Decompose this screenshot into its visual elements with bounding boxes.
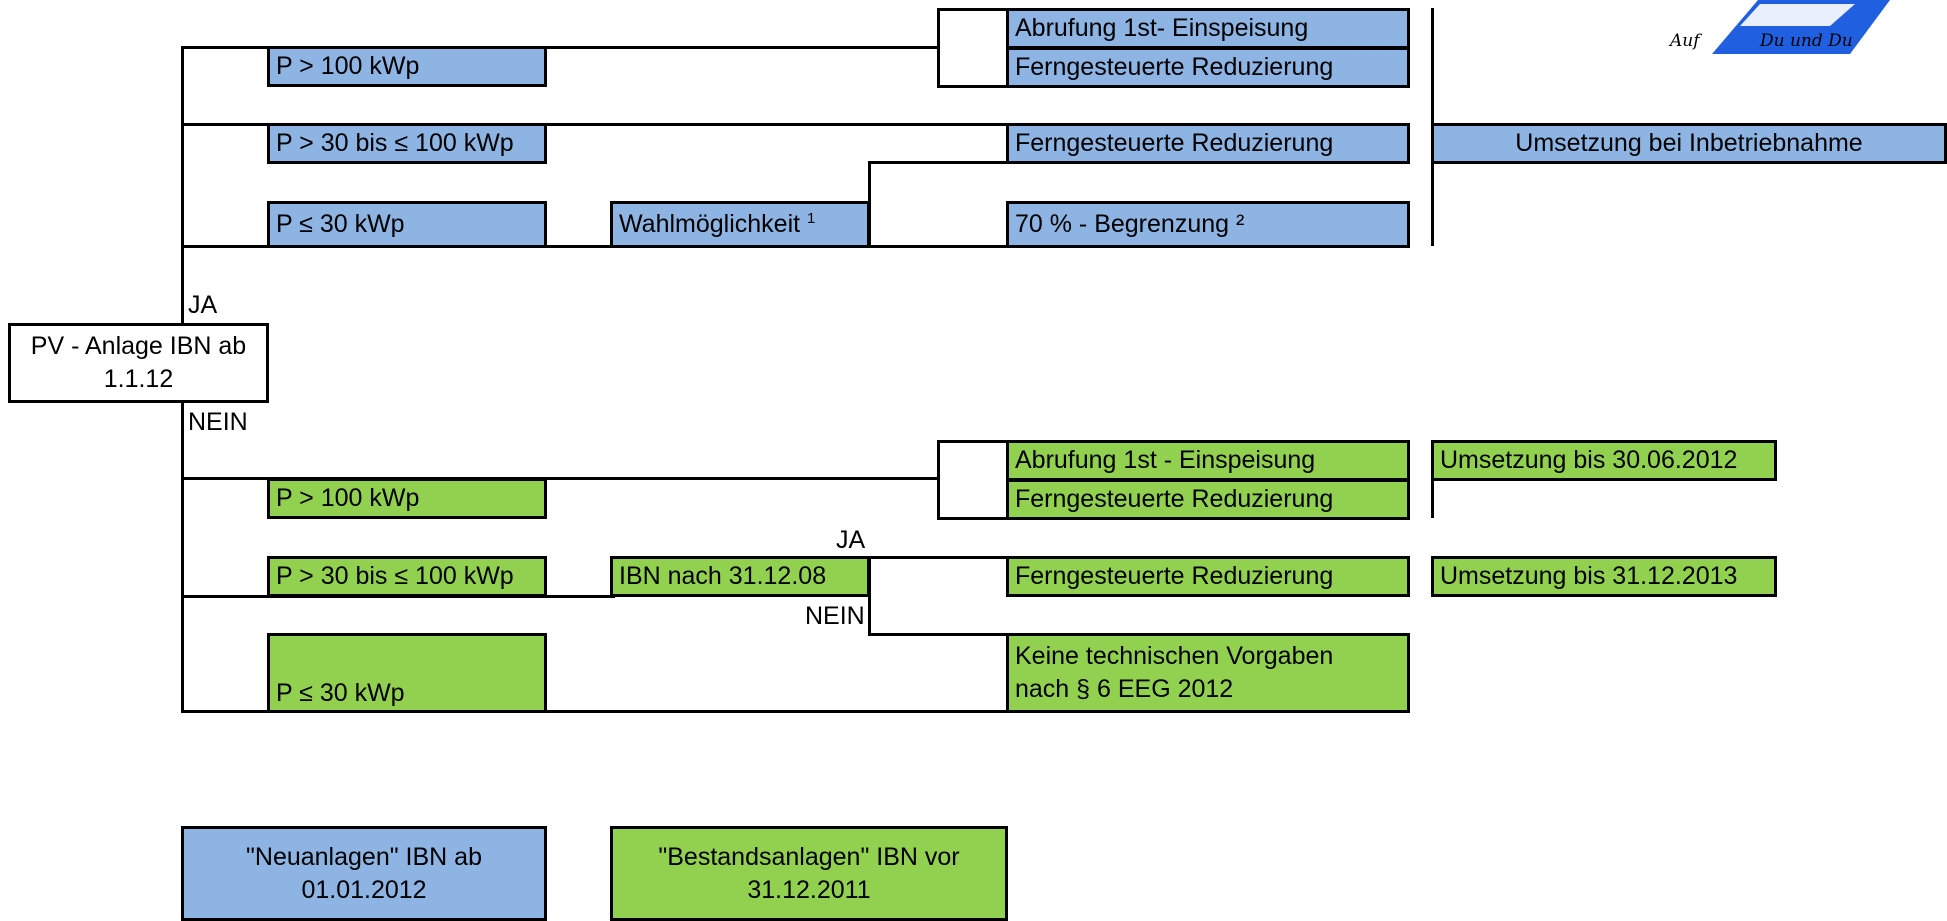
bestand-p-le-30-box: P ≤ 30 kWp [267, 633, 547, 713]
bestand-fern-2-label: Ferngesteuerte Reduzierung [1015, 562, 1334, 590]
neu-wahl-footnote: 1 [807, 210, 816, 227]
bestand-umsetzung-2-box: Umsetzung bis 31.12.2013 [1431, 556, 1777, 597]
legend-neu-line-2: 01.01.2012 [301, 875, 427, 904]
bestand-fern-1-label: Ferngesteuerte Reduzierung [1015, 485, 1334, 513]
neu-abrufung-label: Abrufung 1st- Einspeisung [1015, 14, 1309, 42]
neu-fern-2-label: Ferngesteuerte Reduzierung [1015, 129, 1334, 157]
bestand-nein-label: NEIN [805, 602, 865, 630]
logo: Auf Du und Du [1668, 0, 1890, 54]
bestand-p-gt-100-box: P > 100 kWp [267, 478, 547, 519]
bestand-p-30-100-label: P > 30 bis ≤ 100 kWp [276, 562, 514, 590]
bestand-split-box [937, 440, 1009, 520]
bestand-umsetzung-1-label: Umsetzung bis 30.06.2012 [1440, 446, 1738, 474]
connector-wahl-bottom [868, 245, 1010, 248]
neu-abrufung-box: Abrufung 1st- Einspeisung [1006, 8, 1410, 49]
connector-ibn-ja [868, 556, 1010, 559]
branch-line-neu-p30100 [181, 123, 1011, 126]
bestand-ibn-label: IBN nach 31.12.08 [619, 562, 827, 590]
legend-neu-line-1: "Neuanlagen" IBN ab [246, 842, 482, 871]
bestand-keine-box: Keine technischen Vorgaben nach § 6 EEG … [1006, 633, 1410, 713]
bestand-keine-line-1: Keine technischen Vorgaben [1015, 642, 1334, 670]
ja-label: JA [188, 291, 218, 319]
bestand-ja-label: JA [836, 526, 866, 554]
bestand-p-le-30-label: P ≤ 30 kWp [276, 679, 405, 707]
logo-text-right: Du und Du [1759, 31, 1853, 51]
neu-umsetzung-box: Umsetzung bei Inbetriebnahme [1431, 123, 1947, 164]
neu-fern-1-box: Ferngesteuerte Reduzierung [1006, 47, 1410, 88]
bestand-abrufung-label: Abrufung 1st - Einspeisung [1015, 446, 1316, 474]
trunk-lower-line [181, 398, 184, 713]
legend-neuanlagen: "Neuanlagen" IBN ab 01.01.2012 [181, 826, 547, 921]
neu-begrenzung-box: 70 % - Begrenzung ² [1006, 201, 1410, 248]
logo-text-left: Auf [1668, 31, 1702, 51]
neu-fern-2-box: Ferngesteuerte Reduzierung [1006, 123, 1410, 164]
neu-p-le-30-box: P ≤ 30 kWp [267, 201, 547, 248]
legend-bestandsanlagen: "Bestandsanlagen" IBN vor 31.12.2011 [610, 826, 1008, 921]
connector-ibn-nein [868, 633, 1010, 636]
branch-line-bestand-p100 [181, 477, 941, 480]
neu-wahl-box: Wahlmöglichkeit 1 [610, 201, 870, 248]
trunk-upper-line [181, 46, 184, 328]
neu-begrenzung-label: 70 % - Begrenzung ² [1015, 210, 1245, 238]
neu-p-gt-100-box: P > 100 kWp [267, 46, 547, 87]
bestand-fern-2-box: Ferngesteuerte Reduzierung [1006, 556, 1410, 597]
root-line-1: PV - Anlage IBN ab [30, 332, 247, 360]
neu-wahl-text: Wahlmöglichkeit [619, 210, 801, 238]
branch-line-bestand-p30 [181, 710, 1011, 713]
legend-bestand-line-2: 31.12.2011 [747, 875, 871, 904]
connector-wahl-top [868, 161, 1010, 164]
root-node: PV - Anlage IBN ab 1.1.12 [8, 323, 269, 403]
neu-split-box [937, 8, 1009, 88]
neu-p-gt-100-label: P > 100 kWp [276, 52, 420, 80]
nein-label: NEIN [188, 408, 248, 436]
bestand-keine-line-2: nach § 6 EEG 2012 [1015, 675, 1234, 703]
legend-bestand-line-1: "Bestandsanlagen" IBN vor [658, 842, 960, 871]
bestand-umsetzung-1-box: Umsetzung bis 30.06.2012 [1431, 440, 1777, 481]
neu-umsetzung-label: Umsetzung bei Inbetriebnahme [1515, 129, 1863, 157]
neu-fern-1-label: Ferngesteuerte Reduzierung [1015, 53, 1334, 81]
bestand-p-gt-100-label: P > 100 kWp [276, 484, 420, 512]
bestand-abrufung-box: Abrufung 1st - Einspeisung [1006, 440, 1410, 481]
bestand-umsetzung-2-label: Umsetzung bis 31.12.2013 [1440, 562, 1738, 590]
bestand-ibn-box: IBN nach 31.12.08 [610, 556, 870, 597]
neu-p-30-100-label: P > 30 bis ≤ 100 kWp [276, 129, 514, 157]
neu-wahl-label: Wahlmöglichkeit 1 [619, 210, 816, 238]
neu-p-30-100-box: P > 30 bis ≤ 100 kWp [267, 123, 547, 164]
bestand-p-30-100-box: P > 30 bis ≤ 100 kWp [267, 556, 547, 597]
root-line-2: 1.1.12 [103, 365, 174, 393]
neu-p-le-30-label: P ≤ 30 kWp [276, 210, 405, 238]
bestand-fern-1-box: Ferngesteuerte Reduzierung [1006, 479, 1410, 520]
branch-line-neu-p100 [181, 46, 941, 49]
logo-inner-shape [1740, 4, 1855, 26]
